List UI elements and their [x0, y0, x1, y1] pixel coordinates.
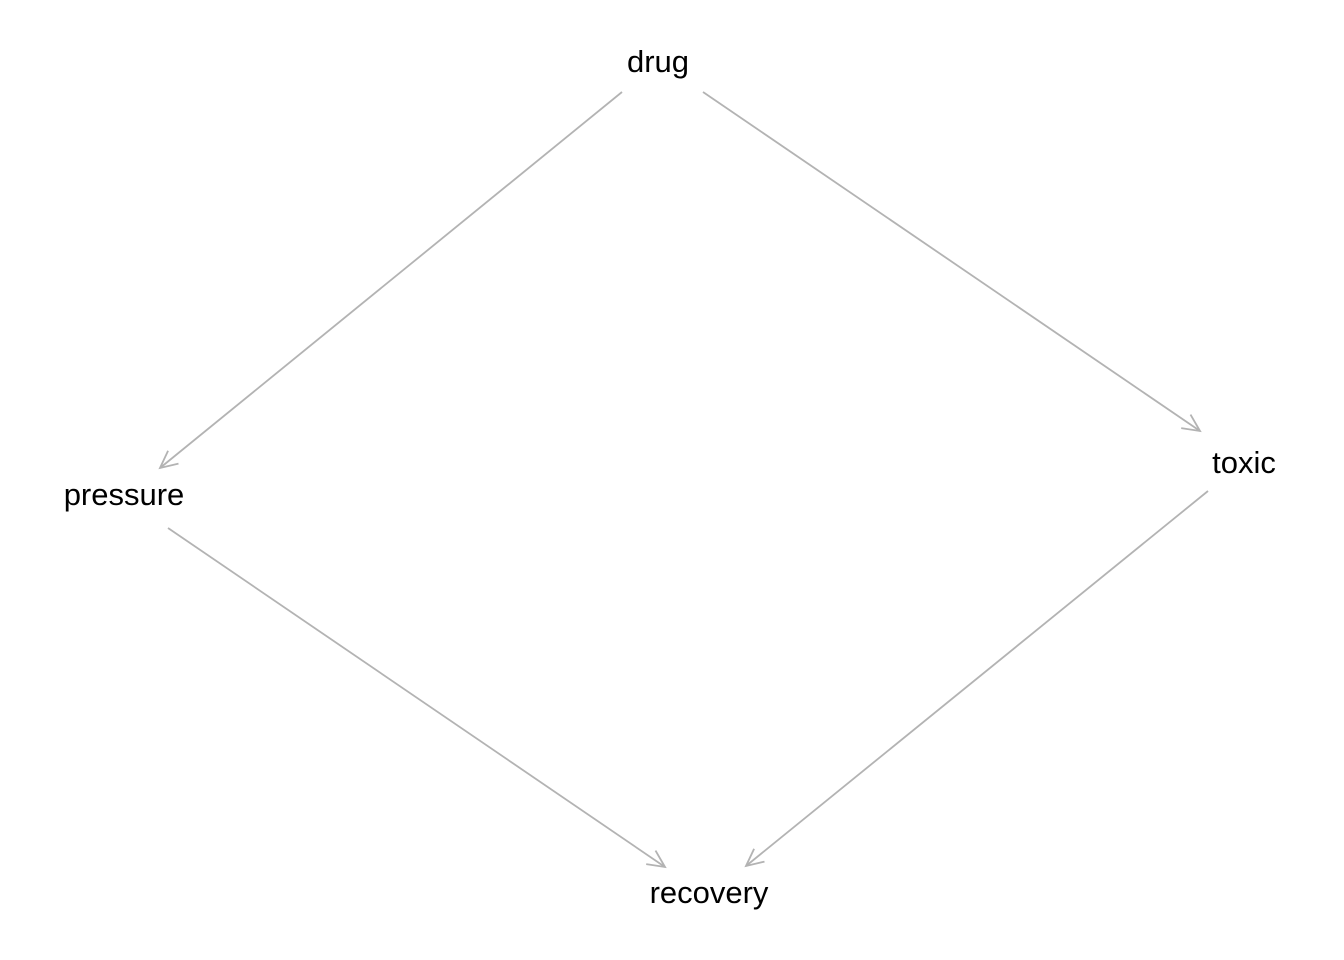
edge-drug-to-toxic — [702, 91, 1201, 432]
edge-toxic-to-recovery — [745, 490, 1209, 867]
edges-group — [158, 91, 1209, 869]
node-pressure: pressure — [64, 477, 185, 512]
edge-pressure-to-recovery — [167, 527, 666, 868]
edge-drug-to-pressure — [159, 91, 623, 469]
arrowhead-drug-to-pressure — [158, 450, 179, 470]
node-toxic: toxic — [1212, 445, 1276, 480]
node-drug: drug — [627, 44, 689, 79]
node-recovery: recovery — [650, 875, 769, 910]
arrowhead-toxic-to-recovery — [744, 848, 765, 868]
arrowhead-drug-to-toxic — [1181, 414, 1202, 433]
arrowhead-pressure-to-recovery — [646, 850, 667, 869]
nodes-group: drug pressure toxic recovery — [64, 44, 1276, 910]
